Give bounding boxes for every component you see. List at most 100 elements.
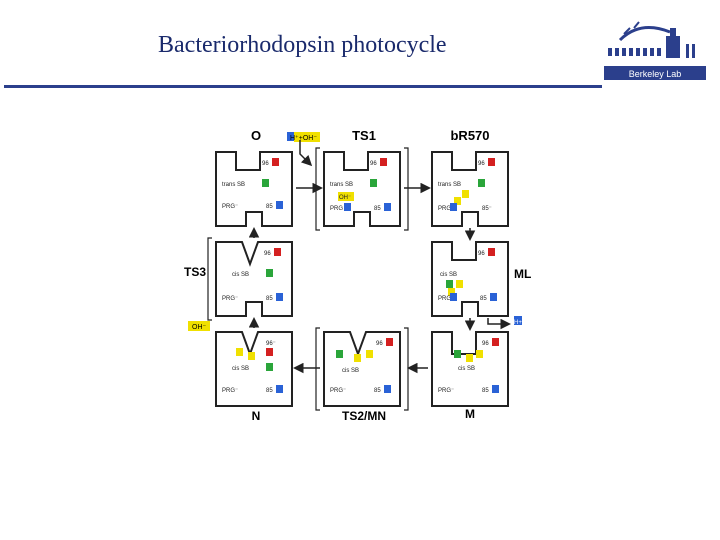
oh-release-TS3 [188,321,210,331]
proton-release-ML [514,316,522,325]
svg-text:cis SB: cis SB [440,272,457,278]
proton-green-TS1 [370,179,377,187]
svg-text:H+: H+ [514,320,522,326]
water-O-M [466,354,473,362]
svg-text:PRG⁻: PRG⁻ [222,388,238,394]
svg-text:85: 85 [374,388,381,394]
proton-blue-N [276,385,283,393]
label-TS2MN: TS2/MN [342,409,386,423]
proton-blue-TS1a [344,203,351,211]
state-bR570 [431,151,509,227]
proton-blue-TS2 [384,385,391,393]
label-M: M [465,407,475,421]
arrow-O-release [299,140,313,167]
svg-text:PRG⁻: PRG⁻ [222,296,238,302]
hplus-oh-label: H⁺+OH⁻ [290,135,317,142]
state-N [215,331,293,407]
proton-green-M [454,350,461,358]
state-TS1 [315,147,409,231]
water-H-M [476,350,483,358]
svg-text:96: 96 [262,161,269,167]
svg-text:cis SB: cis SB [342,368,359,374]
svg-text:85: 85 [482,388,489,394]
svg-text:trans SB: trans SB [222,182,245,188]
label-O: O [251,128,261,143]
proton-green-O [262,179,269,187]
label-N: N [252,409,261,423]
svg-text:96: 96 [264,251,271,257]
water-H-ML [448,288,455,296]
proton-blue-bR [450,203,457,211]
logo-text: Berkeley Lab [629,69,682,79]
proton-blue-TS3 [276,293,283,301]
svg-text:PRG: PRG [438,206,451,212]
water-H-N [236,348,243,356]
svg-text:PRG: PRG [330,206,343,212]
label-ML: ML [514,267,531,281]
svg-text:PRG⁻: PRG⁻ [438,388,454,394]
state-ML [431,241,509,317]
photocycle-diagram: O TS1 bR570 H⁺+OH⁻ 96 trans SB PRG⁻ [184,128,531,423]
svg-text:PRG⁻: PRG⁻ [222,204,238,210]
proton-red-M [492,338,499,346]
proton-red-ML [488,248,495,256]
svg-text:cis SB: cis SB [458,366,475,372]
slide-title: Bacteriorhodopsin photocycle [158,32,447,58]
svg-text:85: 85 [480,296,487,302]
proton-green-TS3 [266,269,273,277]
label-TS1: TS1 [352,128,376,143]
proton-green-bR [478,179,485,187]
svg-text:cis SB: cis SB [232,272,249,278]
proton-blue-TS1b [384,203,391,211]
berkeley-lab-logo: Berkeley Lab [604,21,706,80]
oh-bg-top [294,132,320,142]
proton-red-TS2 [386,338,393,346]
proton-red-TS3 [274,248,281,256]
proton-blue-O [276,201,283,209]
svg-text:OH⁻: OH⁻ [339,195,351,201]
proton-blue-top [287,132,295,141]
state-M [431,331,509,407]
svg-text:trans SB: trans SB [438,182,461,188]
svg-text:96: 96 [478,161,485,167]
arrow-ML-release [487,318,511,330]
svg-text:trans SB: trans SB [330,182,353,188]
proton-red-O [272,158,279,166]
svg-text:PRG⁻: PRG⁻ [330,388,346,394]
svg-text:85⁻: 85⁻ [482,206,492,212]
proton-green-TS2 [336,350,343,358]
water-H-TS2 [366,350,373,358]
proton-red-N [266,348,273,356]
water-H-bR [454,197,461,205]
proton-red-TS1 [380,158,387,166]
svg-text:96⁻: 96⁻ [266,341,276,347]
title-rule [4,85,602,88]
svg-text:PRG: PRG [438,296,451,302]
water-O-bR [462,190,469,198]
proton-green-ML [446,280,453,288]
svg-text:96: 96 [482,341,489,347]
state-O [215,151,293,227]
proton-blue-M [492,385,499,393]
svg-text:85: 85 [266,204,273,210]
proton-blue-ML-b [490,293,497,301]
water-O-ML [456,280,463,288]
state-TS2MN [315,327,409,411]
water-O-TS2 [354,354,361,362]
state-TS3 [207,237,293,321]
svg-text:cis SB: cis SB [232,366,249,372]
water-O-N [248,352,255,360]
proton-blue-ML-a [450,293,457,301]
label-TS3: TS3 [184,265,206,279]
proton-red-bR [488,158,495,166]
svg-text:96: 96 [370,161,377,167]
svg-text:OH⁻: OH⁻ [192,324,207,331]
oh-TS1 [338,192,354,201]
svg-text:85: 85 [266,388,273,394]
svg-text:85: 85 [266,296,273,302]
svg-text:85: 85 [374,206,381,212]
svg-text:96: 96 [376,341,383,347]
proton-green-N [266,363,273,371]
svg-text:96: 96 [478,251,485,257]
label-bR570: bR570 [450,128,489,143]
